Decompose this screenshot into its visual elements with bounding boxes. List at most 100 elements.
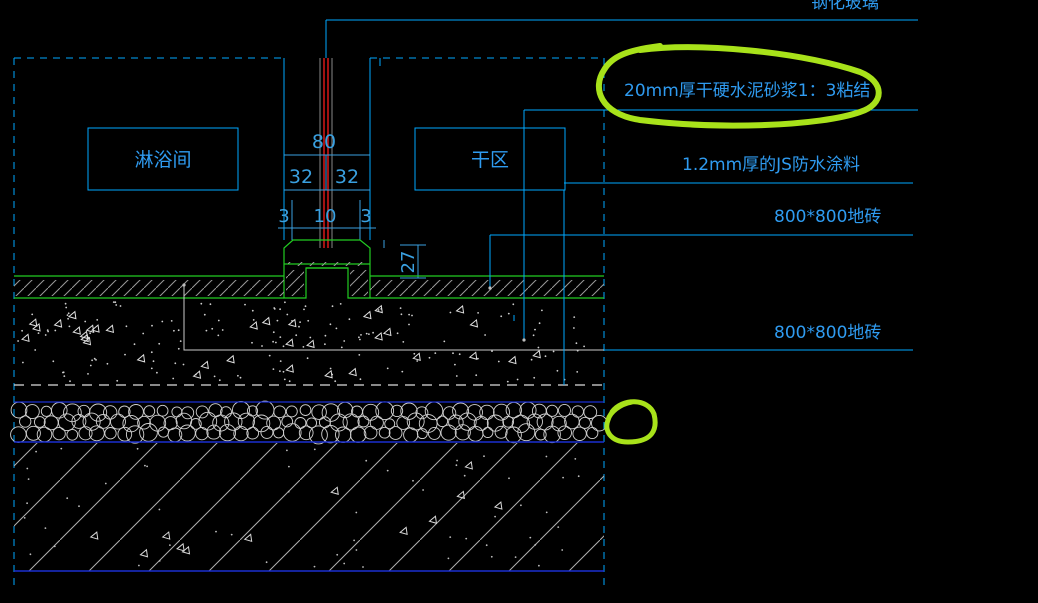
- soil-speck: [529, 536, 532, 539]
- gravel-stone: [103, 405, 118, 420]
- concrete-speck: [279, 336, 282, 338]
- concrete-speck: [150, 351, 153, 354]
- concrete-speck: [205, 329, 208, 332]
- concrete-speck: [306, 357, 309, 360]
- dim-left-half: 32: [289, 166, 313, 188]
- concrete-speck: [142, 332, 145, 335]
- concrete-aggregate: [306, 339, 315, 349]
- concrete-aggregate: [249, 321, 258, 330]
- tile-layer-center-left: [286, 270, 304, 296]
- soil-aggregate: [464, 461, 473, 470]
- concrete-speck: [47, 330, 49, 333]
- soil-speck: [78, 505, 80, 508]
- gravel-stone: [117, 426, 133, 442]
- soil-speck: [422, 489, 424, 491]
- soil-speck: [313, 448, 316, 451]
- concrete-aggregate: [105, 324, 115, 334]
- concrete-speck: [452, 352, 454, 355]
- soil-speck: [386, 469, 389, 472]
- soil-speck: [465, 537, 468, 540]
- soil-speck: [26, 502, 28, 505]
- concrete-speck: [119, 305, 122, 307]
- concrete-speck: [386, 367, 389, 370]
- concrete-speck: [158, 342, 161, 345]
- soil-aggregate: [399, 526, 408, 536]
- concrete-speck: [500, 315, 503, 318]
- soil-speck: [146, 465, 149, 468]
- soil-speck: [538, 564, 540, 567]
- gravel-stone: [58, 413, 76, 432]
- gravel-stone: [66, 428, 79, 441]
- concrete-speck: [538, 322, 541, 325]
- soil-aggregate: [89, 531, 99, 540]
- concrete-speck: [343, 340, 346, 342]
- concrete-speck: [298, 325, 300, 328]
- soil-speck: [557, 526, 560, 528]
- concrete-aggregate: [382, 327, 392, 337]
- concrete-speck: [477, 357, 479, 360]
- soil-speck: [447, 557, 450, 560]
- gravel-stone: [218, 424, 237, 442]
- callout-tile-1: 800*800地砖: [774, 207, 881, 227]
- soil-speck: [53, 545, 56, 548]
- gravel-stone: [190, 418, 202, 430]
- dim-total-width: 80: [312, 131, 336, 153]
- gravel-stone: [321, 403, 341, 422]
- concrete-speck: [251, 309, 254, 312]
- concrete-speck: [416, 360, 419, 362]
- gravel-stone: [110, 413, 126, 430]
- dim-center-gap: 10: [314, 206, 337, 227]
- soil-speck: [483, 455, 485, 458]
- concrete-aggregate: [67, 310, 77, 320]
- concrete-speck: [408, 313, 410, 316]
- threshold-hatch: [288, 262, 366, 266]
- concrete-speck: [556, 369, 559, 372]
- gravel-stone: [458, 412, 477, 431]
- concrete-speck: [84, 320, 87, 323]
- concrete-speck: [161, 320, 164, 323]
- concrete-speck: [172, 377, 175, 380]
- soil-speck: [44, 527, 47, 529]
- callout-mortar: 20mm厚干硬水泥砂浆1：3粘结: [624, 81, 870, 101]
- gravel-stone: [63, 403, 82, 423]
- concrete-aggregate: [20, 333, 30, 343]
- gravel-stone: [384, 418, 396, 430]
- gravel-stone: [493, 403, 510, 421]
- concrete-speck: [340, 346, 343, 349]
- concrete-speck: [358, 354, 361, 356]
- leader-dot-1: [522, 338, 526, 342]
- gravel-stone: [546, 404, 559, 417]
- concrete-speck: [279, 360, 282, 362]
- concrete-speck: [96, 319, 99, 321]
- tile-layer-left: [14, 280, 284, 296]
- gravel-stone: [378, 426, 391, 439]
- soil-speck: [355, 511, 358, 514]
- concrete-aggregate: [80, 333, 89, 343]
- gravel-stone: [436, 415, 449, 428]
- concrete-speck: [365, 332, 368, 335]
- concrete-speck: [112, 301, 115, 303]
- callout-waterproof: 1.2mm厚的JS防水涂料: [682, 155, 860, 175]
- gravel-stone: [156, 404, 169, 417]
- gravel-stone: [25, 425, 41, 441]
- concrete-speck: [443, 340, 446, 343]
- soil-speck: [288, 465, 290, 468]
- concrete-speck: [156, 371, 158, 374]
- concrete-speck: [268, 354, 271, 357]
- soil-aggregate: [181, 545, 191, 555]
- concrete-speck: [348, 318, 351, 321]
- soil-speck: [574, 458, 577, 460]
- soil-speck: [520, 504, 522, 507]
- soil-speck: [561, 549, 564, 551]
- concrete-speck: [400, 313, 403, 316]
- concrete-speck: [454, 363, 456, 366]
- green-marker-circle-icon: [604, 399, 658, 445]
- concrete-speck: [69, 380, 71, 383]
- concrete-speck: [261, 345, 263, 347]
- concrete-aggregate: [285, 338, 294, 347]
- concrete-speck: [573, 316, 576, 318]
- soil-layer: [14, 443, 604, 571]
- gravel-stone: [233, 425, 249, 442]
- concrete-speck: [272, 368, 275, 370]
- concrete-speck: [302, 346, 305, 348]
